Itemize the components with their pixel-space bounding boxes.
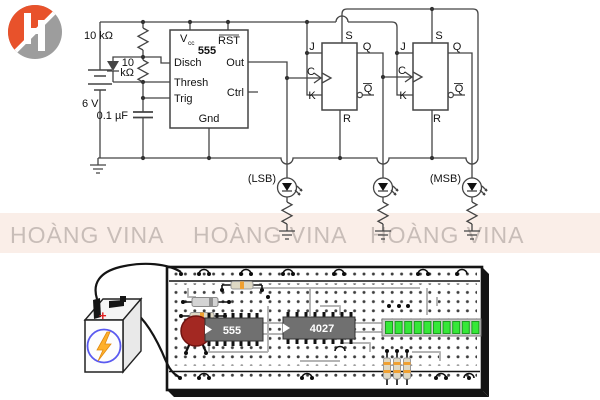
bottom-bus-holes — [171, 373, 477, 383]
ic555-rst-label: RST — [218, 35, 240, 47]
clock-arrow-icon — [313, 72, 323, 84]
battery-terminal-clip-left — [93, 298, 101, 319]
ground-symbol — [90, 158, 106, 174]
r2-label-line1: 10 — [122, 57, 134, 69]
qbar-bubble — [356, 91, 364, 99]
chip-notch — [205, 325, 212, 334]
battery-voltage-label: 6 V — [82, 98, 99, 110]
battery-pack: + — [83, 262, 182, 378]
watermark-text: HOÀNG VINA — [370, 222, 524, 248]
ff1-k-label: K — [308, 90, 316, 102]
breadboard: 555 4027 — [165, 265, 489, 397]
resistor-r1-symbol — [136, 27, 150, 51]
schematic-labels: 10 kΩ 10 kΩ 6 V 0.1 µF V cc RST 555 Disc… — [82, 30, 464, 185]
ic555-name-label: 555 — [198, 45, 216, 57]
ff1-qbar-label: Q — [364, 83, 373, 95]
ff1-j-label: J — [309, 41, 315, 53]
rc-timing-network — [107, 22, 153, 158]
ff2-k-label: K — [399, 90, 407, 102]
qbar-bubble — [447, 91, 455, 99]
ic555-out-label: Out — [226, 57, 244, 69]
diode-symbol — [107, 56, 143, 83]
ff2-r-label: R — [433, 113, 441, 125]
lightning-bolt-icon — [96, 331, 112, 362]
hoang-vina-logo — [7, 4, 62, 59]
ff2-qbar-label: Q — [455, 83, 464, 95]
chip-555-label: 555 — [223, 325, 241, 337]
ff2-j-label: J — [400, 41, 406, 53]
capacitor-label: 0.1 µF — [97, 110, 129, 122]
battery-terminal-post — [120, 296, 126, 302]
led-indicator-mid — [372, 177, 399, 240]
watermark-band: HOÀNG VINA HOÀNG VINA HOÀNG VINA — [0, 213, 600, 253]
breadboard-bottom-edge — [167, 390, 489, 397]
led-bargraph — [381, 318, 482, 337]
ic555-ctrl-label: Ctrl — [227, 87, 244, 99]
battery-plus-sign: + — [99, 308, 107, 323]
ground-rail-wire — [90, 157, 479, 174]
ff1-c-label: C — [307, 66, 315, 78]
set-reset-rail-wires — [341, 8, 479, 158]
clock-triangle-icon — [321, 72, 333, 84]
ic555-thresh-label: Thresh — [174, 77, 208, 89]
logo-h-right-bar — [38, 20, 45, 51]
r2-label-line2: kΩ — [120, 67, 134, 79]
watermark-text: HOÀNG VINA — [10, 222, 164, 248]
capacitor-symbol — [133, 111, 153, 119]
gray-jumper-traces — [187, 287, 441, 362]
led-indicator-lsb — [276, 177, 303, 240]
junction-dots — [140, 6, 435, 161]
logo-h-crossbar — [24, 28, 45, 34]
ic555-gnd-label: Gnd — [199, 113, 220, 125]
ic555-disch-label: Disch — [174, 57, 202, 69]
resistor-r2-symbol — [136, 59, 150, 83]
msb-label: (MSB) — [430, 173, 461, 185]
schematic: 10 kΩ 10 kΩ 6 V 0.1 µF V cc RST 555 Disc… — [82, 6, 488, 240]
jk-flipflop-2-box — [383, 42, 473, 178]
chip-notch — [283, 323, 290, 333]
watermark-text: HOÀNG VINA — [193, 222, 347, 248]
ff1-s-label: S — [345, 30, 352, 42]
chip-4027-label: 4027 — [310, 323, 334, 335]
breadboard-diode — [184, 297, 228, 307]
r1-label: 10 kΩ — [84, 30, 113, 42]
ic555-trig-label: Trig — [174, 93, 193, 105]
battery-wire-top — [94, 262, 182, 300]
ff1-r-label: R — [343, 113, 351, 125]
ic555-vcc-label: V — [180, 33, 188, 45]
ic555-vcc-sub: cc — [188, 40, 195, 47]
breadboard-side-edge — [482, 267, 489, 397]
ff2-s-label: S — [435, 30, 442, 42]
vertical-resistors — [383, 352, 411, 385]
top-bus-holes — [171, 269, 477, 279]
breadboard-555-chip: 555 — [204, 313, 264, 346]
lsb-label: (LSB) — [248, 173, 276, 185]
ff2-c-label: C — [398, 65, 406, 77]
ic-555-box — [143, 22, 288, 178]
clock-triangle-icon — [412, 71, 424, 83]
ff2-q-label: Q — [453, 41, 462, 53]
clock-arrow-icon — [404, 71, 414, 83]
battery-symbol — [88, 22, 112, 158]
breadboard-4027-chip: 4027 — [282, 312, 356, 344]
battery-logo-circle — [86, 328, 122, 364]
breadboard-resistor-1 — [221, 281, 263, 290]
led-indicator-msb — [461, 177, 488, 240]
jk-flipflop-1-box — [287, 42, 384, 178]
ff1-q-label: Q — [363, 41, 372, 53]
bus-separator-lines — [169, 280, 480, 373]
